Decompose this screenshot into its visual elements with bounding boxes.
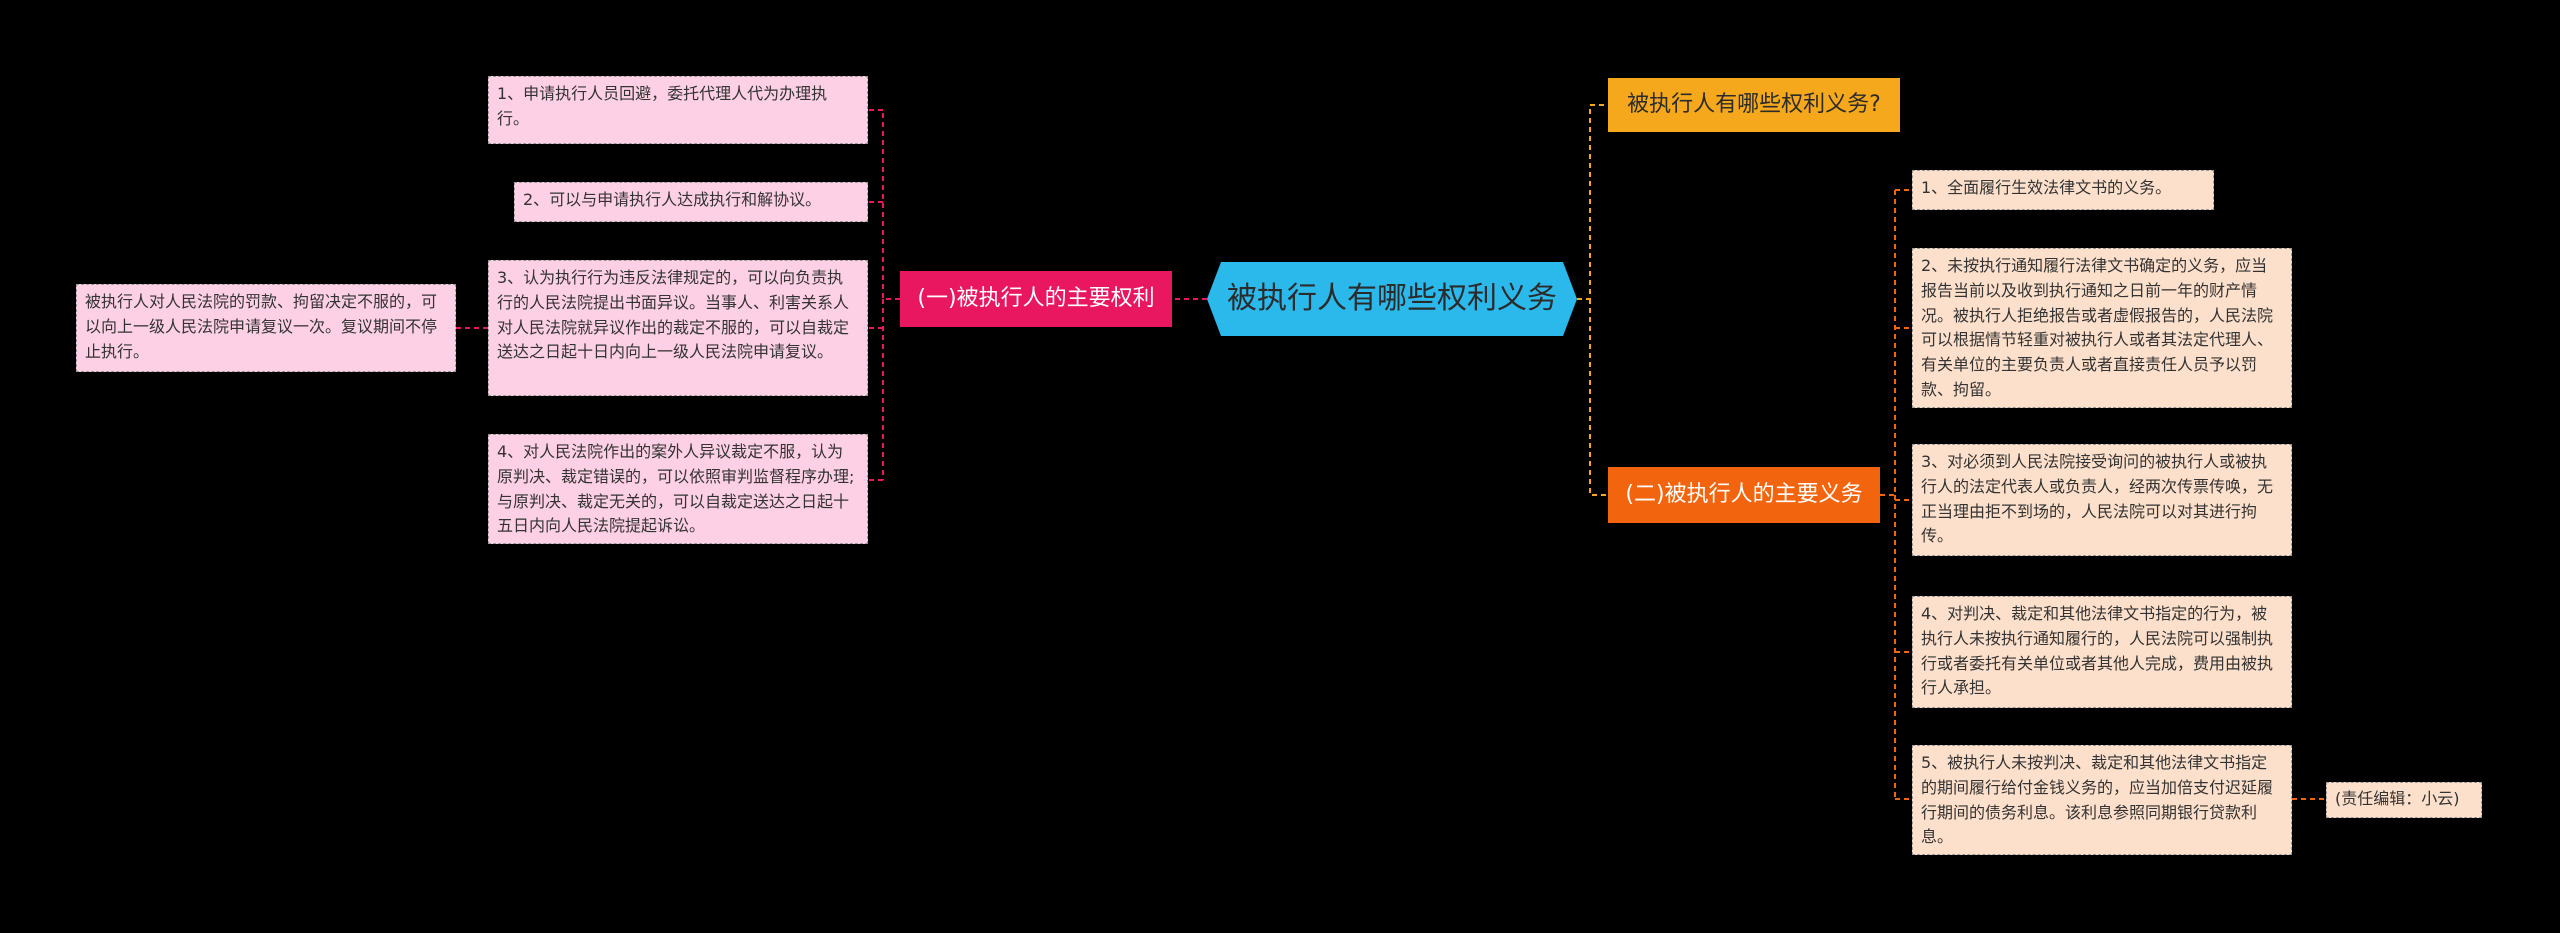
connector-duties-spine [1880, 190, 1896, 799]
branch-rights-label: (一)被执行人的主要权利 [917, 285, 1155, 311]
duties-item-5[interactable]: 5、被执行人未按判决、裁定和其他法律文书指定的期间履行给付金钱义务的，应当加倍支… [1912, 745, 2292, 855]
rights-item-3[interactable]: 3、认为执行行为违反法律规定的，可以向负责执行的人民法院提出书面异议。当事人、利… [488, 260, 868, 396]
duties-item-1[interactable]: 1、全面履行生效法律文书的义务。 [1912, 170, 2214, 210]
duties-item-3[interactable]: 3、对必须到人民法院接受询问的被执行人或被执行人的法定代表人或负责人，经两次传票… [1912, 444, 2292, 556]
duties-item-4[interactable]: 4、对判决、裁定和其他法律文书指定的行为，被执行人未按执行通知履行的，人民法院可… [1912, 596, 2292, 708]
branch-question[interactable]: 被执行人有哪些权利义务? [1608, 78, 1900, 132]
branch-rights[interactable]: (一)被执行人的主要权利 [900, 271, 1172, 327]
editor-note[interactable]: (责任编辑：小云) [2326, 782, 2482, 818]
duties-item-2[interactable]: 2、未按执行通知履行法律文书确定的义务，应当报告当前以及收到执行通知之日前一年的… [1912, 248, 2292, 408]
branch-question-label: 被执行人有哪些权利义务? [1627, 91, 1881, 117]
connector-central-right [1577, 104, 1608, 496]
connector-rights-spine [882, 110, 900, 480]
rights-item-1[interactable]: 1、申请执行人员回避，委托代理人代为办理执行。 [488, 76, 868, 144]
rights-item-4[interactable]: 4、对人民法院作出的案外人异议裁定不服，认为原判决、裁定错误的，可以依照审判监督… [488, 434, 868, 544]
central-topic[interactable]: 被执行人有哪些权利义务 [1207, 262, 1577, 336]
branch-duties[interactable]: (二)被执行人的主要义务 [1608, 467, 1880, 523]
central-topic-label: 被执行人有哪些权利义务 [1227, 280, 1557, 316]
rights-sub-note[interactable]: 被执行人对人民法院的罚款、拘留决定不服的，可以向上一级人民法院申请复议一次。复议… [76, 284, 456, 372]
branch-duties-label: (二)被执行人的主要义务 [1625, 481, 1863, 507]
rights-item-2[interactable]: 2、可以与申请执行人达成执行和解协议。 [514, 182, 868, 222]
